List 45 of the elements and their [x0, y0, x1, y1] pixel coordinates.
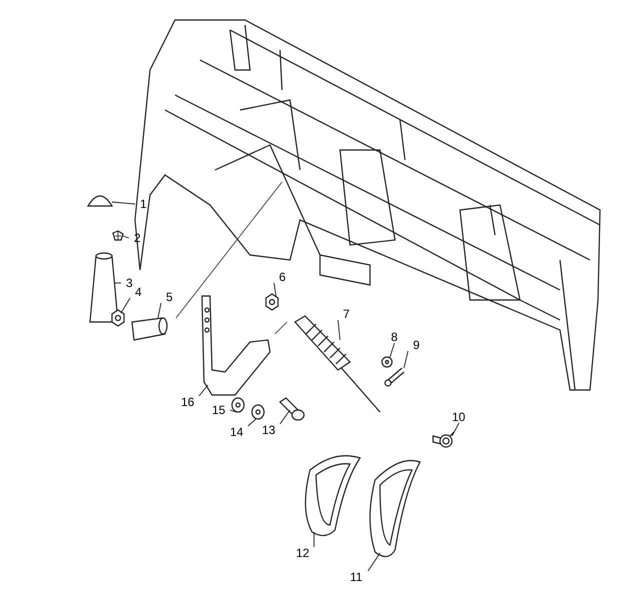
bracket-drawing [201, 295, 271, 396]
callout-number: 10 [452, 411, 466, 423]
leader-line [404, 350, 408, 368]
leader-line [120, 298, 130, 314]
pad-drawing [304, 455, 361, 536]
leader-line [338, 320, 340, 340]
bolt-drawing [279, 397, 305, 421]
callout-number: 5 [166, 291, 173, 303]
knob-drawing [89, 252, 119, 323]
leader-line [368, 552, 380, 572]
callout-number: 12 [296, 547, 310, 559]
clip-drawing [112, 230, 124, 241]
nut-drawing [111, 309, 125, 327]
leader-line [452, 422, 460, 436]
callout-number: 15 [212, 404, 226, 416]
callout-number: 9 [413, 339, 420, 351]
washer-drawing [251, 404, 265, 420]
pin-drawing [384, 367, 405, 387]
leader-line [122, 236, 130, 238]
leader-line [390, 342, 395, 358]
cap-drawing [87, 195, 113, 207]
leader-line [114, 282, 122, 284]
callout-number: 4 [135, 286, 142, 298]
washer-drawing [381, 356, 393, 368]
leader-line [280, 410, 290, 424]
callout-number: 1 [140, 198, 147, 210]
leader-line [198, 384, 208, 396]
leader-line [248, 418, 256, 426]
callout-number: 6 [279, 271, 286, 283]
callout-number: 8 [391, 331, 398, 343]
callout-number: 13 [262, 424, 276, 436]
leader-line [158, 302, 162, 318]
clamp-drawing [432, 432, 454, 448]
callout-number: 11 [350, 571, 362, 583]
pad-drawing [369, 460, 421, 558]
callout-number: 3 [126, 277, 133, 289]
nut-drawing [265, 293, 279, 311]
callout-number: 16 [181, 396, 194, 408]
washer-drawing [231, 397, 245, 413]
callout-number: 7 [343, 308, 350, 320]
leader-line [112, 202, 136, 204]
spacer-drawing [131, 317, 168, 341]
leader-line [230, 410, 236, 412]
leader-line [274, 282, 276, 296]
callout-number: 14 [230, 426, 244, 438]
